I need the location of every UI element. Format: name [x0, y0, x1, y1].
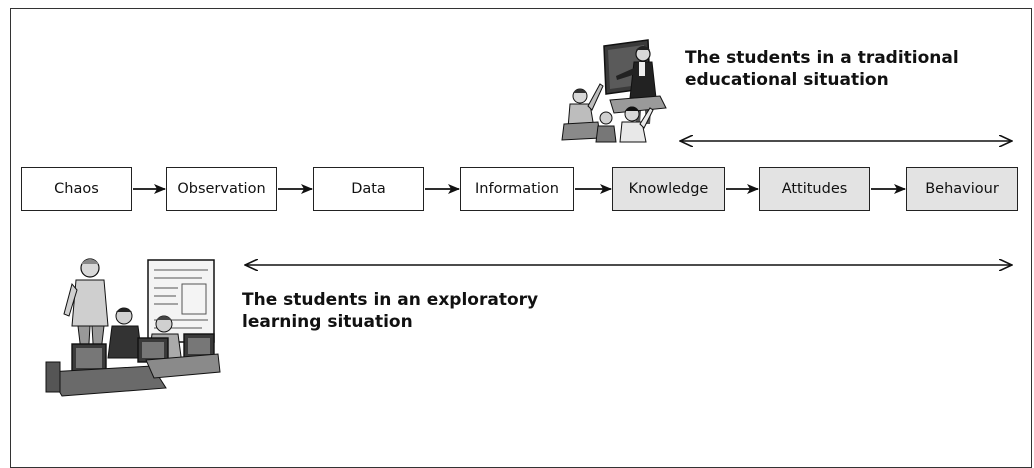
- stage-label: Knowledge: [628, 181, 709, 197]
- stage-label: Attitudes: [781, 181, 848, 197]
- stage-box-information: Information: [460, 167, 574, 211]
- stage-label: Data: [351, 181, 386, 197]
- stage-box-observation: Observation: [166, 167, 277, 211]
- stage-label: Observation: [177, 181, 266, 197]
- diagram-frame: [10, 8, 1032, 468]
- stage-box-knowledge: Knowledge: [612, 167, 725, 211]
- diagram: Chaos Observation Data Information Knowl…: [21, 0, 1034, 451]
- stage-label: Behaviour: [925, 181, 999, 197]
- stage-box-data: Data: [313, 167, 424, 211]
- teacher-classroom-icon: [561, 39, 667, 143]
- stage-label: Chaos: [54, 181, 99, 197]
- stage-box-behaviour: Behaviour: [906, 167, 1018, 211]
- stage-box-chaos: Chaos: [21, 167, 132, 211]
- traditional-caption: The students in a traditional educationa…: [685, 48, 959, 90]
- computer-lab-icon: [45, 258, 221, 397]
- stage-label: Information: [475, 181, 559, 197]
- arrows-layer: [133, 0, 1034, 451]
- exploratory-caption: The students in an exploratory learning …: [242, 290, 539, 332]
- stage-box-attitudes: Attitudes: [759, 167, 870, 211]
